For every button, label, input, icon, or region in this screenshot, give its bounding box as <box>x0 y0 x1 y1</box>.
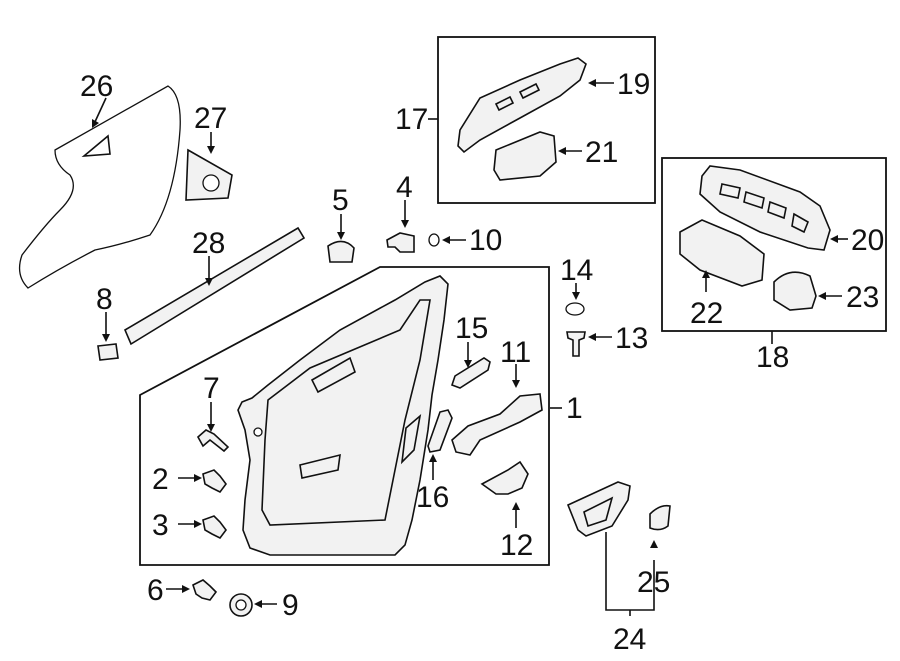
screw-13 <box>566 331 586 357</box>
callout-labels: 1 2 3 4 5 6 7 8 9 10 11 12 13 14 15 16 1… <box>80 68 884 656</box>
callout-19: 19 <box>617 68 650 101</box>
callout-23: 23 <box>846 281 879 314</box>
callout-17: 17 <box>395 103 428 136</box>
callout-25: 25 <box>637 566 670 599</box>
ring-10 <box>428 233 440 247</box>
weatherstrip-28 <box>123 226 306 346</box>
callout-13: 13 <box>615 322 648 355</box>
callout-12: 12 <box>500 529 533 562</box>
switch-box-18 <box>661 157 887 332</box>
callout-20: 20 <box>851 224 884 257</box>
callout-18: 18 <box>756 341 789 374</box>
door-panel-box <box>139 266 550 566</box>
mirror-switch-23 <box>773 271 817 311</box>
door-trim-panel-1 <box>237 275 449 556</box>
callout-14: 14 <box>560 254 593 287</box>
inside-handle-24 <box>566 481 631 537</box>
window-switch-22 <box>679 219 765 287</box>
switch-bezel-19 <box>457 57 587 154</box>
callout-27: 27 <box>194 102 227 135</box>
callout-7: 7 <box>203 372 220 405</box>
callout-22: 22 <box>690 297 723 330</box>
switch-box-17 <box>437 36 656 204</box>
callout-2: 2 <box>152 463 169 496</box>
insulator-pad-26 <box>18 85 181 289</box>
callout-5: 5 <box>332 184 349 217</box>
callout-11: 11 <box>500 336 531 369</box>
bracket-12 <box>480 460 529 495</box>
callout-15: 15 <box>455 312 488 345</box>
bolt-7 <box>196 429 230 453</box>
callout-21: 21 <box>585 136 618 169</box>
callout-26: 26 <box>80 70 113 103</box>
seal-14 <box>565 302 585 316</box>
callout-4: 4 <box>396 171 413 204</box>
screw-2 <box>202 469 227 494</box>
screw-6 <box>192 579 218 601</box>
callout-28: 28 <box>192 227 225 260</box>
callout-1: 1 <box>566 392 583 425</box>
clip-8 <box>97 343 119 361</box>
callout-6: 6 <box>147 574 164 607</box>
callout-9: 9 <box>282 589 299 622</box>
callout-10: 10 <box>469 224 502 257</box>
window-switch-21 <box>493 131 557 181</box>
clip-5 <box>327 240 355 263</box>
callout-3: 3 <box>152 509 169 542</box>
bolt-4 <box>386 232 415 253</box>
cover-15 <box>450 357 491 389</box>
callout-8: 8 <box>96 283 113 316</box>
armrest-11 <box>451 393 543 456</box>
screw-3 <box>202 515 227 540</box>
leader-lines <box>92 79 848 616</box>
handle-cover-25 <box>649 504 671 531</box>
trim-16 <box>427 409 453 453</box>
callout-24: 24 <box>613 623 646 656</box>
callout-16: 16 <box>416 481 449 514</box>
